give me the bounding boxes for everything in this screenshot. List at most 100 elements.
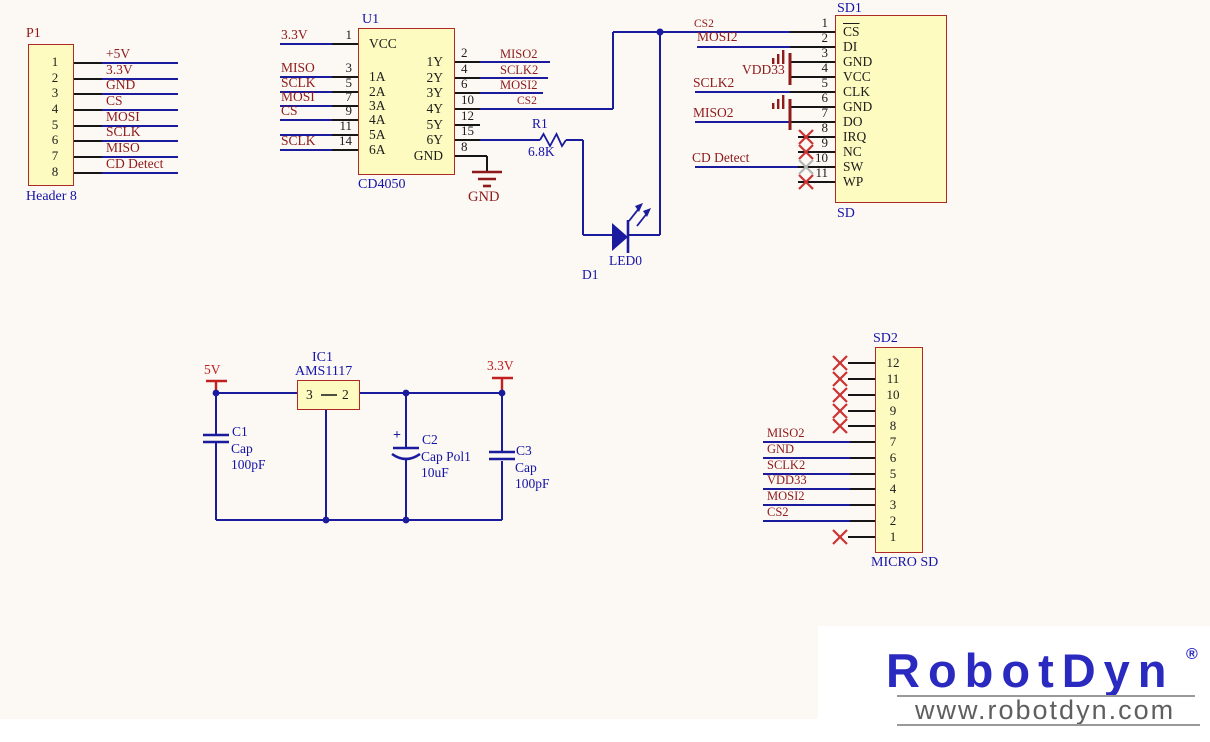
sd1-pin-name: SW: [843, 159, 864, 174]
u1-ref: U1: [362, 12, 380, 27]
sd2-pin-number: 2: [889, 513, 897, 528]
ic1-pin-right: 2: [342, 387, 349, 402]
net-label: MISO2: [767, 426, 805, 440]
sd1-pin-number: 4: [821, 60, 829, 75]
net-label: 3.3V: [281, 27, 308, 42]
sd2-pin-number: 3: [889, 497, 897, 512]
sd1-body: [835, 15, 947, 203]
net-label: MOSI2: [500, 78, 538, 92]
u1-pin-number: 8: [461, 139, 468, 154]
vdd33-power-symbol: [772, 50, 792, 130]
net-label: MISO2: [693, 105, 734, 120]
net-label: SCLK: [281, 133, 316, 148]
p1-pin-number: 5: [51, 117, 59, 132]
c1-value: 100pF: [231, 457, 266, 472]
u1-pin-number: 9: [345, 103, 353, 118]
p1-pin-number: 1: [51, 54, 59, 69]
rail-5v-label: 5V: [204, 362, 221, 377]
net-label: CD Detect: [692, 150, 750, 165]
p1-pin-number: 3: [51, 85, 59, 100]
sd1-pin-name: CLK: [843, 84, 870, 99]
sd1-pin-name: VCC: [843, 69, 871, 84]
sd1-pin-number: 9: [821, 135, 829, 150]
net-label: CS2: [694, 18, 714, 30]
sd1-pin-number: 11: [815, 165, 828, 180]
p1-pin-number: 2: [51, 70, 59, 85]
sd1-pin-name: IRQ: [843, 129, 867, 144]
sd1-pin-number: 2: [821, 30, 829, 45]
logo-divider-top: [897, 695, 1195, 697]
c3-value: 100pF: [515, 476, 550, 491]
net-label: CD Detect: [106, 156, 164, 171]
resistor-symbol: [539, 131, 584, 235]
c2-plus-sign: +: [393, 428, 401, 443]
ic1-pin-left: 3: [306, 387, 313, 402]
net-label: MOSI2: [697, 29, 738, 44]
sd1-pin-name: GND: [843, 54, 873, 69]
c1-ref: C1: [232, 424, 248, 439]
sd2-ref: SD2: [873, 331, 898, 346]
net-label: SCLK2: [767, 458, 806, 472]
net-label: MOSI2: [767, 489, 805, 503]
u1-pin-number: 14: [339, 133, 352, 148]
u1-pin-number: 5: [345, 75, 353, 90]
sd1-pin-number: 3: [821, 45, 829, 60]
net-label: VDD33: [767, 473, 807, 487]
cs2-net-wires: [613, 28, 835, 235]
p1-header-body: [28, 44, 74, 186]
net-label: CS2: [517, 95, 537, 107]
net-label: MOSI: [281, 89, 315, 104]
c2-type: Cap Pol1: [421, 449, 471, 464]
u1-pin-number: 6: [461, 76, 468, 91]
net-label: SCLK: [281, 75, 316, 90]
sd2-body: [875, 347, 923, 553]
c3-ref: C3: [516, 443, 532, 458]
sd2-pin-number: 12: [886, 355, 900, 370]
r1-ref: R1: [532, 116, 548, 131]
u1-pin-name: 5Y: [426, 117, 444, 132]
vdd33-label: VDD33: [742, 62, 785, 77]
sd1-pin-number: 1: [821, 15, 829, 30]
p1-pin-number: 8: [51, 164, 59, 179]
net-label: CS2: [767, 505, 789, 519]
c2-ref: C2: [422, 432, 438, 447]
ic1-ref: IC1: [312, 350, 333, 365]
net-label: MOSI: [106, 109, 140, 124]
sd2-footer: MICRO SD: [871, 555, 939, 570]
u1-pin-number: 15: [461, 123, 474, 138]
net-label: MISO2: [500, 47, 538, 61]
u1-pin-name: 1Y: [426, 54, 444, 69]
u1-pin-name: 6A: [369, 142, 386, 157]
r1-value: 6.8K: [528, 144, 555, 159]
net-label: 3.3V: [106, 62, 133, 77]
sd2-no-connect-marks: [832, 355, 848, 545]
sd1-pin-name: CS: [843, 24, 860, 39]
ic1-ams1117-body: [297, 380, 360, 410]
u1-right-pin-wires: [455, 32, 614, 171]
sd2-pin-number: 4: [889, 481, 897, 496]
sd1-pin-wires: [695, 46, 835, 183]
sd1-pin-name: DI: [843, 39, 858, 54]
u1-pin-name: 1A: [369, 69, 386, 84]
sd1-pin-number: 8: [821, 120, 829, 135]
sd1-footer: SD: [837, 206, 855, 221]
u1-pin-name: 5A: [369, 127, 386, 142]
net-label: SCLK: [106, 124, 141, 139]
u1-pin-number: 3: [345, 60, 353, 75]
c3-type: Cap: [515, 460, 537, 475]
ic1-part: AMS1117: [295, 364, 353, 379]
u1-pin-number: 2: [461, 45, 468, 60]
d1-ref: D1: [582, 267, 599, 282]
u1-pin-name: 6Y: [426, 132, 444, 147]
sd2-pin-number: 7: [889, 434, 897, 449]
u1-part: CD4050: [358, 177, 406, 192]
u1-pin-name: 2A: [369, 84, 386, 99]
u1-pin-number: 11: [339, 118, 352, 133]
p1-pin-number: 6: [51, 132, 59, 147]
gnd-label: GND: [468, 189, 500, 205]
u1-pin-name: 2Y: [426, 70, 444, 85]
u1-pin-name: 3Y: [426, 85, 444, 100]
u1-pin-number: 12: [461, 108, 474, 123]
u1-pin-name: GND: [413, 148, 443, 163]
